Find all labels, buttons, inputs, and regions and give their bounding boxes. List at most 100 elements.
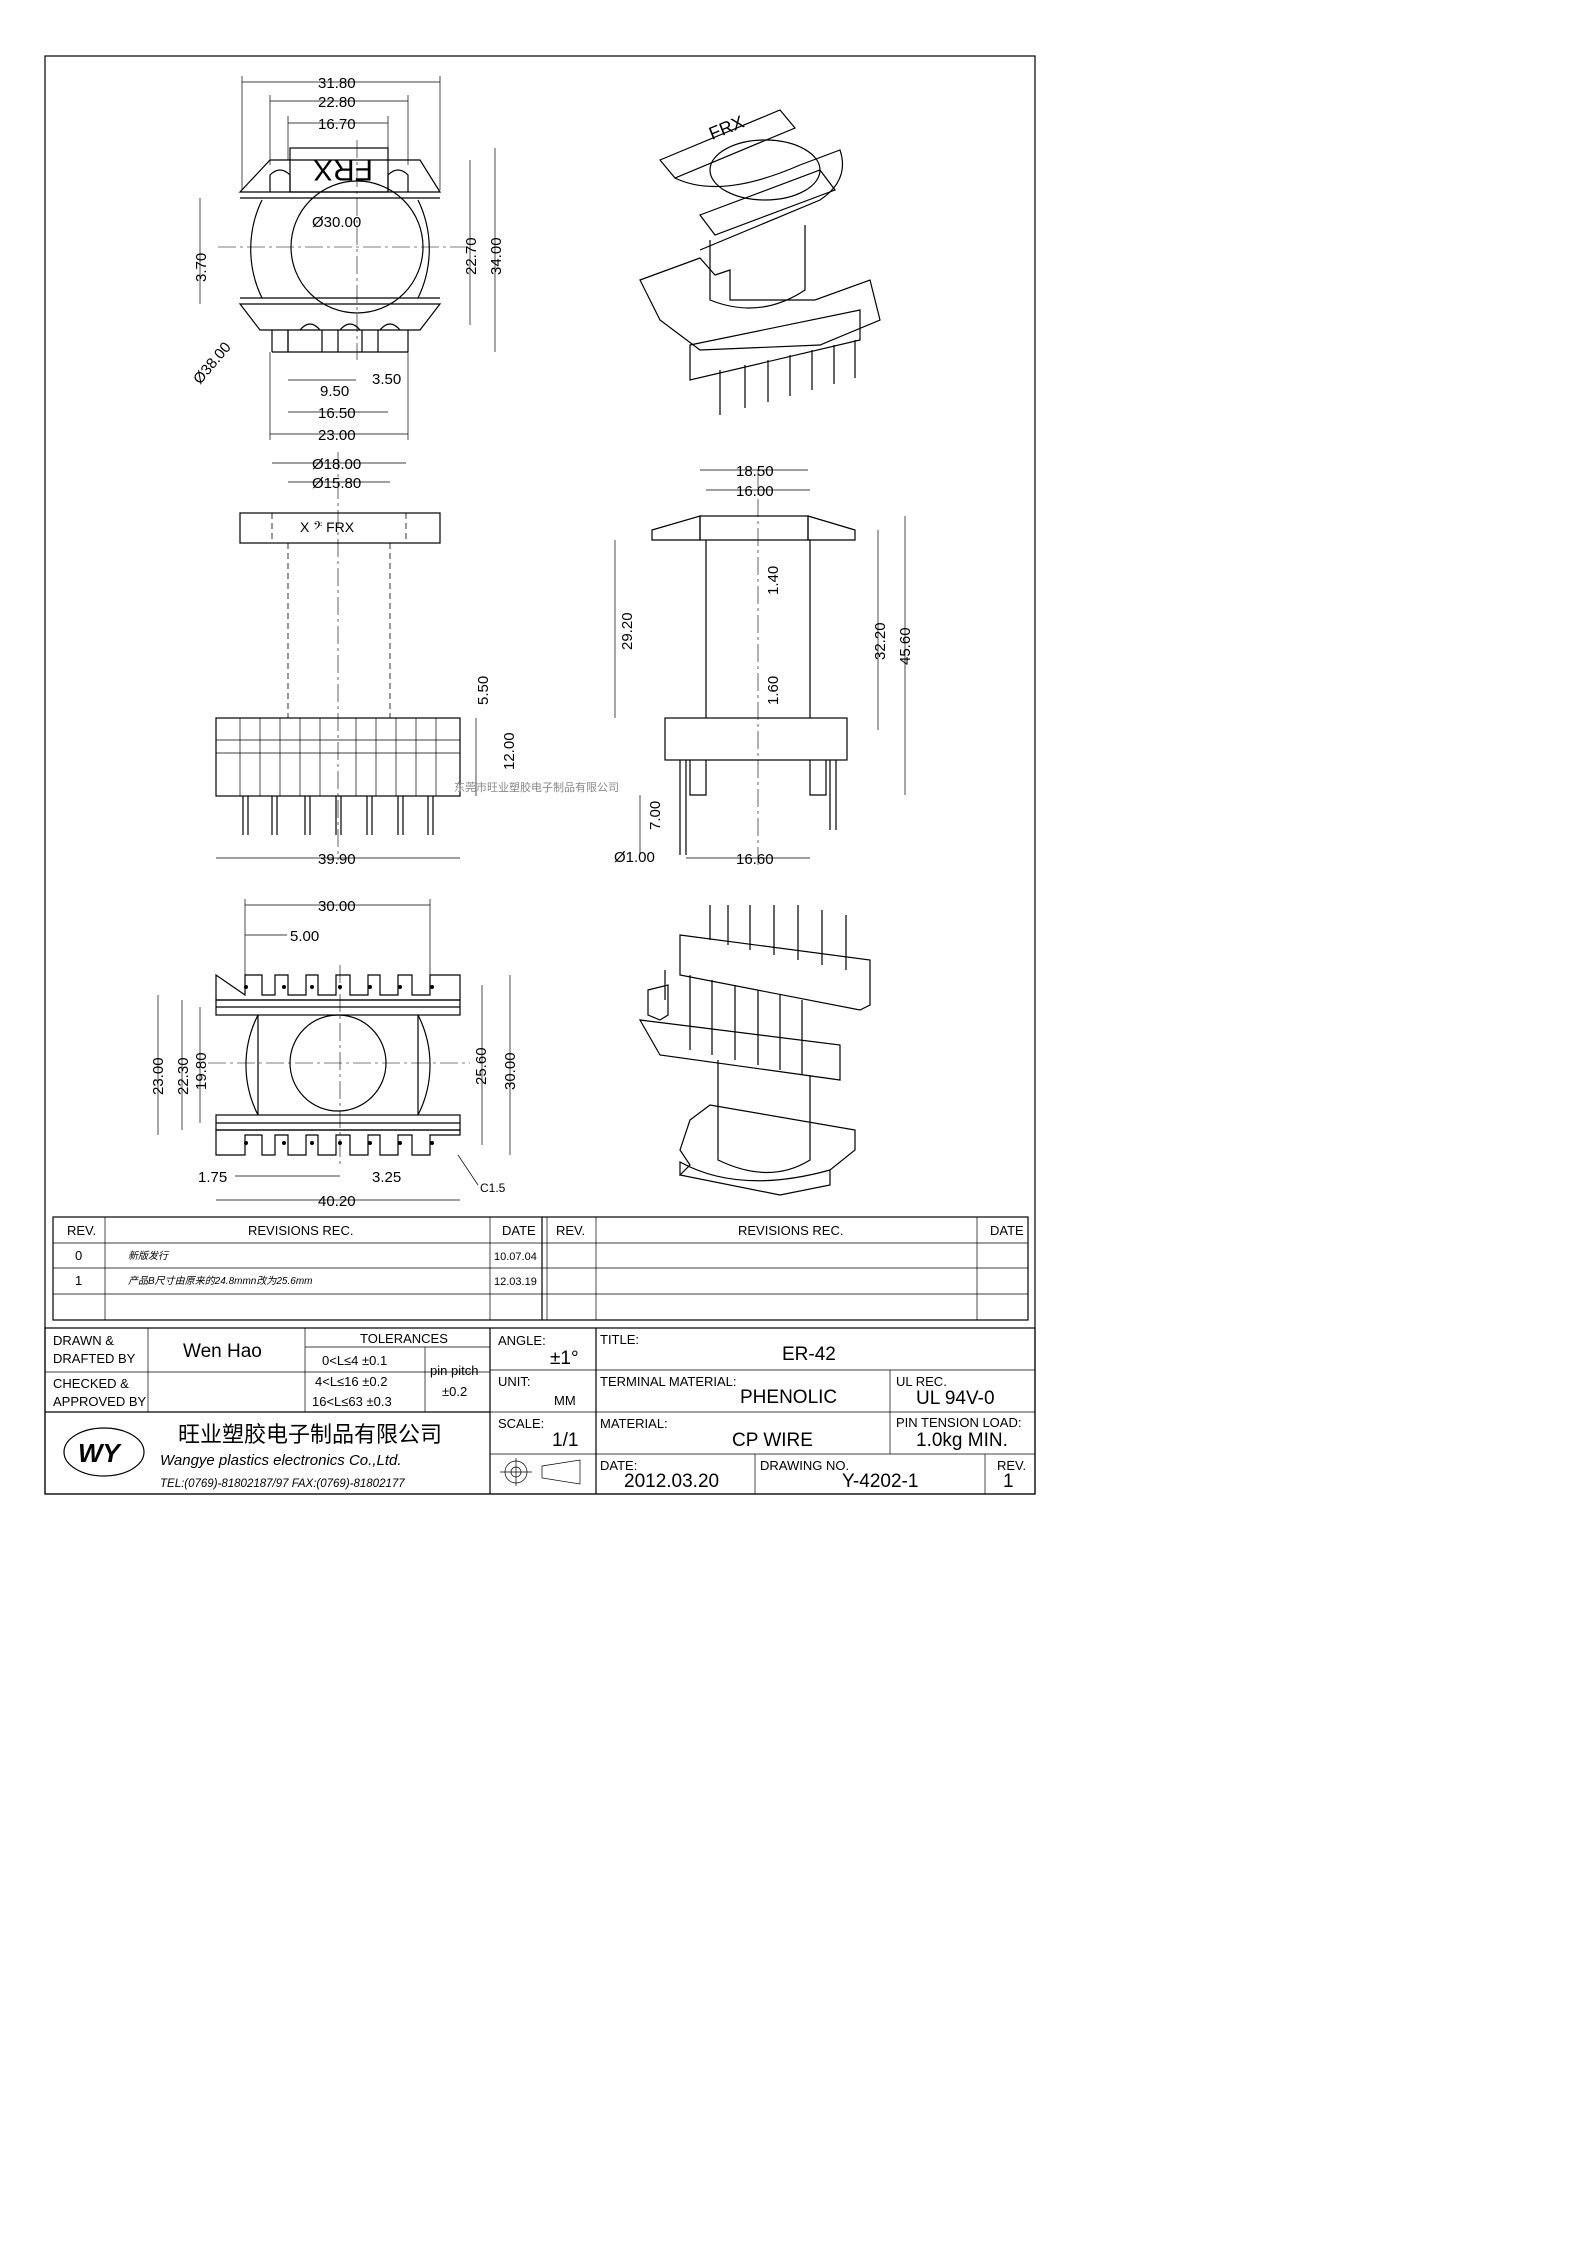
side-view: 18.50 16.00 29.20 1.40 1.60 32.20 45.60 …: [614, 463, 914, 868]
checked-label-1: CHECKED &: [53, 1376, 129, 1391]
drawn-label-1: DRAWN &: [53, 1333, 114, 1348]
terminal-material-label: TERMINAL MATERIAL:: [600, 1374, 737, 1389]
dim-32-20: 32.20: [872, 622, 889, 660]
dim-1-75: 1.75: [198, 1169, 227, 1186]
dim-16-70: 16.70: [318, 116, 356, 133]
dim-12-00: 12.00: [501, 732, 518, 770]
top-logo-text: FRX: [313, 153, 373, 186]
dim-25-60: 25.60: [473, 1047, 490, 1085]
dim-d30-00: Ø30.00: [312, 214, 361, 231]
rev-header-date-2: DATE: [990, 1223, 1024, 1238]
rev-row-1-rec: 产品B尺寸由原来的24.8mmn改为25.6mm: [128, 1275, 312, 1287]
rev-header-rec: REVISIONS REC.: [248, 1223, 353, 1238]
dim-3-25: 3.25: [372, 1169, 401, 1186]
dim-45-60: 45.60: [897, 627, 914, 665]
front-view: X 𝄢 FRX Ø18.00 Ø15.80 5.50: [215, 452, 518, 868]
company-name-en: Wangye plastics electronics Co.,Ltd.: [160, 1452, 402, 1469]
tolerance-row-2: 4<L≤16 ±0.2: [315, 1374, 387, 1389]
dim-16-50: 16.50: [318, 405, 356, 422]
scale-label: SCALE:: [498, 1416, 544, 1431]
tolerance-row-1: 0<L≤4 ±0.1: [322, 1353, 387, 1368]
dim-chamfer: C1.5: [480, 1181, 506, 1195]
svg-text:WY: WY: [78, 1438, 123, 1468]
drawing-no-label: DRAWING NO.: [760, 1458, 849, 1473]
dim-18-50: 18.50: [736, 463, 774, 480]
rev-header-date: DATE: [502, 1223, 536, 1238]
projection-symbol: [500, 1458, 581, 1486]
dim-34-00: 34.00: [488, 237, 505, 275]
dim-7-00: 7.00: [647, 801, 664, 830]
isometric-view-top: FRX: [639, 109, 881, 415]
dim-30-00-h: 30.00: [502, 1052, 519, 1090]
company-name-cn: 旺业塑胶电子制品有限公司: [178, 1422, 442, 1447]
isometric-view-bottom: [638, 905, 871, 1196]
revision-table: REV. REVISIONS REC. DATE REV. REVISIONS …: [52, 1216, 1029, 1321]
unit-label: UNIT:: [498, 1374, 531, 1389]
top-view: FRX 31.80 22.80 16.70 Ø30.00 3.70 22.70: [190, 75, 505, 444]
dim-19-80: 19.80: [193, 1052, 210, 1090]
rev-header-rev-2: REV.: [556, 1223, 585, 1238]
dim-22-30: 22.30: [175, 1057, 192, 1095]
rev-label: REV.: [997, 1458, 1026, 1473]
date-label: DATE:: [600, 1458, 637, 1473]
angle-label: ANGLE:: [498, 1333, 546, 1348]
bottom-view: 30.00 5.00 23.00 22.30 19.80 25.60 30.00…: [150, 898, 519, 1210]
rev-row-0-rev: 0: [75, 1248, 82, 1263]
dim-9-50: 9.50: [320, 383, 349, 400]
dim-d1-00: Ø1.00: [614, 849, 655, 866]
rev-value: 1: [1003, 1471, 1014, 1492]
checked-label-2: APPROVED BY: [53, 1394, 147, 1409]
rev-row-1-rev: 1: [75, 1273, 82, 1288]
dim-31-80: 31.80: [318, 75, 356, 92]
dim-16-00: 16.00: [736, 483, 774, 500]
rev-header-rev: REV.: [67, 1223, 96, 1238]
title-value: ER-42: [782, 1344, 836, 1365]
unit-value: MM: [554, 1393, 576, 1408]
company-logo: WY: [63, 1427, 145, 1477]
dim-23-00: 23.00: [318, 427, 356, 444]
pin-tension-value: 1.0kg MIN.: [916, 1430, 1008, 1451]
date-value: 2012.03.20: [624, 1471, 719, 1492]
dim-30-00-w: 30.00: [318, 898, 356, 915]
dim-d38-00: Ø38.00: [190, 339, 235, 388]
tolerance-row-3: 16<L≤63 ±0.3: [312, 1394, 392, 1409]
dim-3-70: 3.70: [193, 253, 210, 282]
title-label: TITLE:: [600, 1332, 639, 1347]
pin-pitch-label: pin pitch: [430, 1363, 478, 1378]
technical-drawing: FRX 31.80 22.80 16.70 Ø30.00 3.70 22.70: [44, 55, 1036, 1495]
drawn-value: Wen Hao: [183, 1341, 262, 1362]
dim-40-20: 40.20: [318, 1193, 356, 1210]
dim-d15-80: Ø15.80: [312, 475, 361, 492]
dim-29-20: 29.20: [619, 612, 636, 650]
dim-1-60: 1.60: [765, 676, 782, 705]
ul-rec-value: UL 94V-0: [916, 1388, 995, 1409]
front-logo-text: X 𝄢 FRX: [300, 519, 355, 535]
material-value: CP WIRE: [732, 1430, 813, 1451]
dim-3-50: 3.50: [372, 371, 401, 388]
pin-pitch-value: ±0.2: [442, 1384, 467, 1399]
dim-16-60: 16.60: [736, 851, 774, 868]
rev-header-rec-2: REVISIONS REC.: [738, 1223, 843, 1238]
company-contact: TEL:(0769)-81802187/97 FAX:(0769)-818021…: [160, 1478, 405, 1490]
rev-row-0-date: 10.07.04: [494, 1251, 537, 1263]
tolerances-title: TOLERANCES: [360, 1331, 448, 1346]
dim-22-80: 22.80: [318, 94, 356, 111]
watermark: 东莞市旺业塑胶电子制品有限公司: [454, 780, 619, 794]
material-label: MATERIAL:: [600, 1416, 668, 1431]
dim-22-70: 22.70: [463, 237, 480, 275]
dim-39-90: 39.90: [318, 851, 356, 868]
terminal-material-value: PHENOLIC: [740, 1387, 837, 1408]
drawing-no-value: Y-4202-1: [842, 1471, 918, 1492]
pin-tension-label: PIN TENSION LOAD:: [896, 1415, 1021, 1430]
dim-5-00: 5.00: [290, 928, 319, 945]
angle-value: ±1°: [550, 1348, 579, 1369]
ul-rec-label: UL REC.: [896, 1374, 947, 1389]
iso-logo-text: FRX: [706, 112, 747, 144]
dim-d18-00: Ø18.00: [312, 456, 361, 473]
dim-1-40: 1.40: [765, 566, 782, 595]
title-block: DRAWN & DRAFTED BY Wen Hao CHECKED & APP…: [44, 1327, 1036, 1495]
drawn-label-2: DRAFTED BY: [53, 1351, 136, 1366]
rev-row-1-date: 12.03.19: [494, 1276, 537, 1288]
dim-23-00-h: 23.00: [150, 1057, 167, 1095]
scale-value: 1/1: [552, 1430, 578, 1451]
